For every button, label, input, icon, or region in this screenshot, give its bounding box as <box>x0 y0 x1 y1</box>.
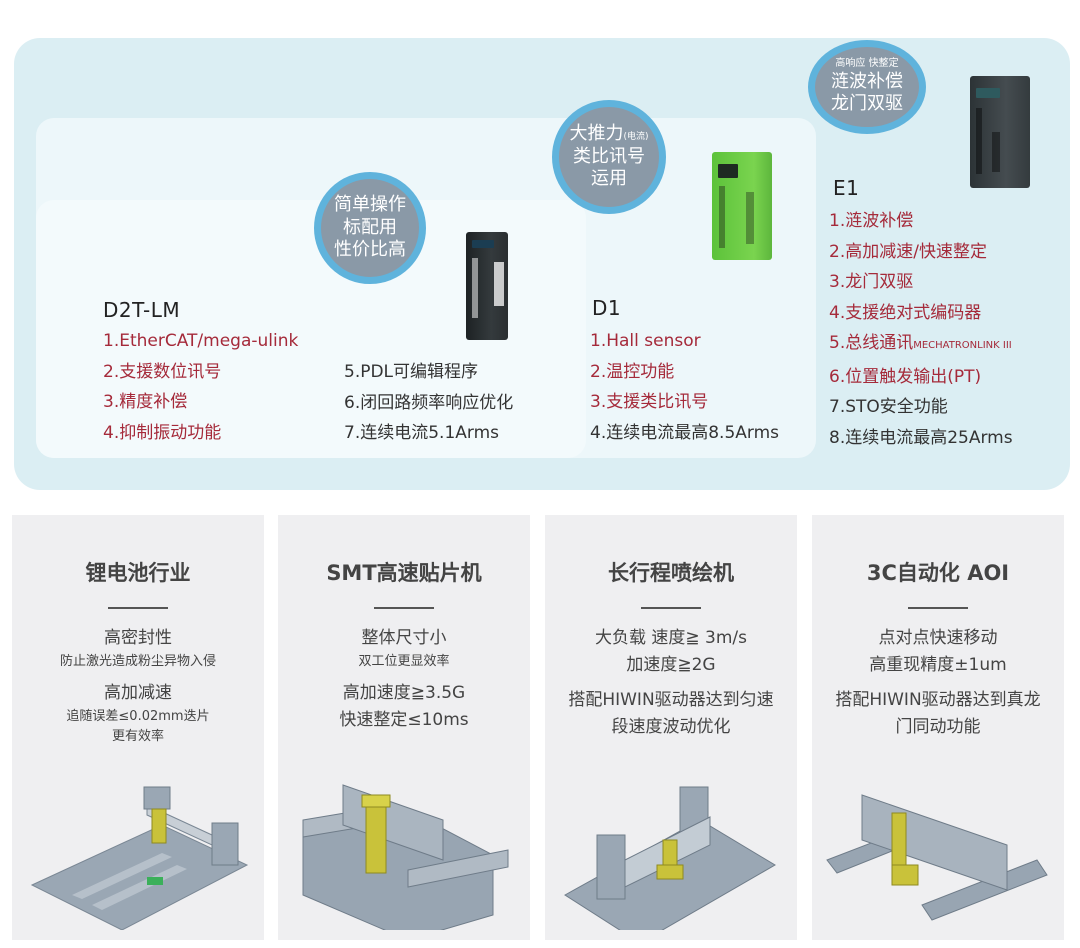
d2t-lm-features-primary: 1.EtherCAT/mega-ulink 2.支援数位讯号 3.精度补偿 4.… <box>103 326 298 448</box>
application-card-wide-format-printer: 长行程喷绘机 大负载 速度≧ 3m/s 加速度≧2G 搭配HIWIN驱动器达到匀… <box>545 515 797 940</box>
bubble-text: 高响应 快整定 <box>835 58 899 70</box>
feature-item: 4.连续电流最高8.5Arms <box>590 422 779 443</box>
bubble-text: 大推力(电流) <box>569 123 649 145</box>
desc-line: 门同动功能 <box>895 717 981 737</box>
feature-item: 2.温控功能 <box>590 361 675 382</box>
card-description: 点对点快速移动 高重现精度±1um 搭配HIWIN驱动器达到真龙 门同动功能 <box>812 625 1064 741</box>
application-card-lithium-battery: 锂电池行业 高密封性 防止激光造成粉尘异物入侵 高加减速 追随误差≤0.02mm… <box>12 515 264 940</box>
divider <box>374 607 434 609</box>
model-d1: D1 <box>592 296 622 320</box>
e1-bubble: 高响应 快整定 涟波补偿 龙门双驱 <box>808 40 926 134</box>
feature-item: 5.总线通讯MECHATRONLINK III <box>829 333 1012 353</box>
feature-item: 5.PDL可编辑程序 <box>344 362 479 382</box>
e1-drive-image <box>970 76 1030 188</box>
card-title: SMT高速贴片机 <box>326 561 482 585</box>
feature-item: 6.闭回路频率响应优化 <box>344 392 514 413</box>
feature-item: 1.Hall sensor <box>590 331 701 351</box>
gantry-machine-illustration <box>564 786 776 930</box>
feature-item: 2.支援数位讯号 <box>103 361 222 382</box>
card-title: 3C自动化 AOI <box>866 561 1010 585</box>
desc-line: 搭配HIWIN驱动器达到匀速 <box>568 690 774 710</box>
bubble-text: 涟波补偿 <box>831 70 903 92</box>
divider <box>641 607 701 609</box>
divider <box>108 607 168 609</box>
card-title: 长行程喷绘机 <box>608 561 734 585</box>
feature-item: 7.STO安全功能 <box>829 397 948 417</box>
desc-line: 整体尺寸小 <box>361 628 447 648</box>
desc-line: 高重现精度±1um <box>869 655 1007 675</box>
feature-item: 3.精度补偿 <box>103 392 188 412</box>
bubble-text: 性价比高 <box>334 239 406 261</box>
desc-line: 高密封性 <box>104 628 172 648</box>
e1-features: 1.涟波补偿 2.高加减速/快速整定 3.龙门双驱 4.支援绝对式编码器 5.总… <box>829 206 1013 453</box>
desc-line: 加速度≧2G <box>626 655 716 675</box>
application-card-3c-aoi: 3C自动化 AOI 点对点快速移动 高重现精度±1um 搭配HIWIN驱动器达到… <box>812 515 1064 940</box>
card-description: 整体尺寸小 双工位更显效率 高加速度≧3.5G 快速整定≤10ms <box>278 625 530 734</box>
desc-line: 高加减速 <box>104 683 172 703</box>
gantry-machine-illustration <box>302 784 509 930</box>
d2t-lm-drive-image <box>466 232 508 340</box>
desc-line: 高加速度≧3.5G <box>342 683 466 703</box>
card-description: 大负载 速度≧ 3m/s 加速度≧2G 搭配HIWIN驱动器达到匀速 段速度波动… <box>545 625 797 741</box>
application-card-smt: SMT高速贴片机 整体尺寸小 双工位更显效率 高加速度≧3.5G 快速整定≤10… <box>278 515 530 940</box>
feature-item: 3.支援类比讯号 <box>590 392 709 412</box>
feature-item: 2.高加减速/快速整定 <box>829 241 987 262</box>
desc-line: 搭配HIWIN驱动器达到真龙 <box>835 690 1041 710</box>
desc-line: 点对点快速移动 <box>878 628 998 648</box>
desc-line: 防止激光造成粉尘异物入侵 <box>59 654 216 669</box>
feature-item: 1.EtherCAT/mega-ulink <box>103 331 299 351</box>
feature-item: 8.连续电流最高25Arms <box>829 427 1013 448</box>
feature-item: 7.连续电流5.1Arms <box>344 423 499 443</box>
feature-item: 6.位置触发输出(PT) <box>829 366 982 387</box>
gantry-machine-illustration <box>30 786 249 930</box>
desc-line: 双工位更显效率 <box>358 654 450 669</box>
feature-item: 1.涟波补偿 <box>829 211 914 231</box>
gantry-machine-illustration <box>826 794 1048 921</box>
desc-line: 追随误差≤0.02mm迭片 <box>66 709 210 724</box>
model-d2t-lm: D2T-LM <box>103 298 181 322</box>
card-title: 锂电池行业 <box>85 561 191 585</box>
d1-features: 1.Hall sensor 2.温控功能 3.支援类比讯号 4.连续电流最高8.… <box>590 326 779 448</box>
desc-line: 大负载 速度≧ 3m/s <box>594 628 747 648</box>
d2t-lm-features-secondary: 5.PDL可编辑程序 6.闭回路频率响应优化 7.连续电流5.1Arms <box>344 357 513 449</box>
bubble-text: 类比讯号 <box>573 145 645 167</box>
desc-line: 更有效率 <box>111 729 164 744</box>
feature-item: 3.龙门双驱 <box>829 272 914 292</box>
bubble-text: 运用 <box>591 168 627 190</box>
desc-line: 快速整定≤10ms <box>339 710 469 730</box>
d1-drive-image <box>712 152 772 260</box>
model-e1: E1 <box>833 176 860 200</box>
bubble-text: 标配用 <box>343 216 397 238</box>
card-description: 高密封性 防止激光造成粉尘异物入侵 高加减速 追随误差≤0.02mm迭片 更有效… <box>12 625 264 747</box>
divider <box>908 607 968 609</box>
feature-item: 4.支援绝对式编码器 <box>829 302 982 323</box>
d2t-lm-bubble: 简单操作 标配用 性价比高 <box>314 172 426 284</box>
desc-line: 段速度波动优化 <box>611 717 731 737</box>
bubble-text: 龙门双驱 <box>831 93 903 115</box>
feature-item: 4.抑制振动功能 <box>103 422 222 443</box>
d1-bubble: 大推力(电流) 类比讯号 运用 <box>552 100 666 214</box>
bubble-text: 简单操作 <box>334 194 406 216</box>
